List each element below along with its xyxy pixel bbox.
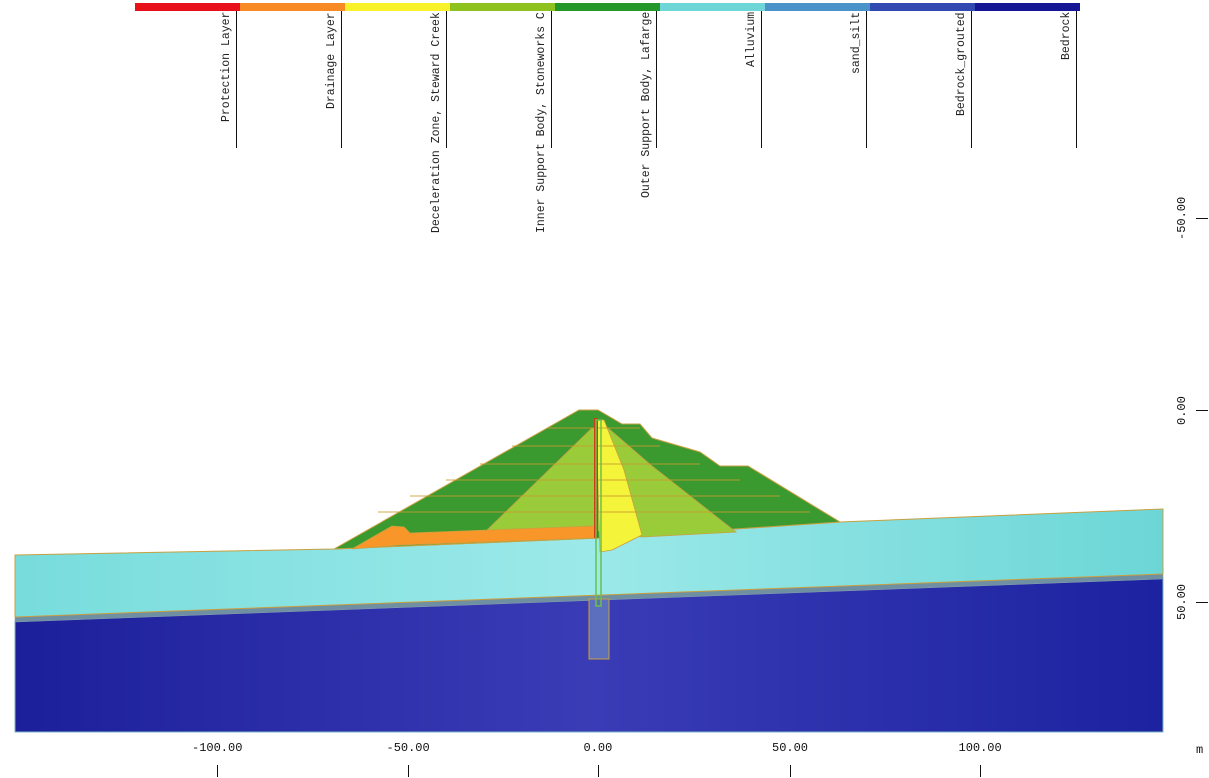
- legend-swatch: [975, 3, 1080, 11]
- legend-swatch: [240, 3, 345, 11]
- legend-label: Outer Support Body, Lafarge: [640, 11, 653, 198]
- legend-label: Protection Layer: [220, 11, 233, 122]
- y-tick-mark: [1196, 602, 1208, 603]
- legend-swatch: [345, 3, 450, 11]
- y-tick-label: -50.00: [1175, 196, 1189, 240]
- legend-label: Inner Support Body, Stoneworks C: [535, 12, 548, 233]
- y-tick-label: 0.00: [1175, 395, 1189, 425]
- legend-leader-line: [551, 11, 552, 148]
- legend-label: Bedrock_grouted: [955, 12, 968, 116]
- legend-swatch: [555, 3, 660, 11]
- x-tick-mark: [217, 765, 218, 777]
- legend-leader-line: [446, 11, 447, 148]
- y-tick-mark: [1196, 218, 1208, 219]
- x-tick-mark: [980, 765, 981, 777]
- legend-swatch: [870, 3, 975, 11]
- x-tick-mark: [598, 765, 599, 777]
- legend-label: sand_silt: [850, 11, 863, 74]
- x-tick-mark: [790, 765, 791, 777]
- legend-leader-line: [1076, 11, 1077, 148]
- legend-label: Alluvium: [745, 11, 758, 67]
- legend-label: Bedrock: [1060, 11, 1073, 60]
- x-tick-mark: [408, 765, 409, 777]
- legend-label: Deceleration Zone, Steward Creek: [430, 12, 443, 233]
- legend-leader-line: [656, 11, 657, 148]
- drainage-pipe: [595, 419, 602, 607]
- x-tick-label: -50.00: [386, 741, 430, 755]
- legend-leader-line: [236, 11, 237, 148]
- legend-swatch: [765, 3, 870, 11]
- x-tick-label: 0.00: [583, 741, 613, 755]
- drainage-layer: [351, 525, 597, 550]
- legend-swatch: [135, 3, 240, 11]
- legend-swatch: [450, 3, 555, 11]
- y-tick-label: 50.00: [1175, 583, 1189, 620]
- x-tick-label: -100.00: [192, 741, 243, 755]
- x-tick-label: 100.00: [958, 741, 1002, 755]
- legend-leader-line: [341, 11, 342, 148]
- bedrock-grouted-column: [588, 598, 610, 660]
- legend-leader-line: [761, 11, 762, 148]
- x-unit-label: m: [1196, 743, 1204, 757]
- legend-leader-line: [971, 11, 972, 148]
- legend-swatch: [660, 3, 765, 11]
- y-tick-mark: [1196, 410, 1208, 411]
- legend-label: Drainage Layer: [325, 12, 338, 109]
- deceleration-zone: [595, 419, 643, 553]
- x-tick-label: 50.00: [772, 741, 809, 755]
- legend-leader-line: [866, 11, 867, 148]
